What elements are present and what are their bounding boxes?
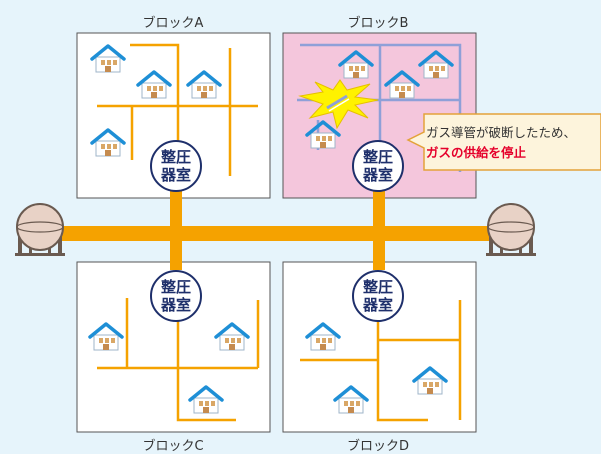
regulator-label-line1: 整圧 bbox=[160, 148, 191, 166]
regulator-label-line1: 整圧 bbox=[362, 148, 393, 166]
broken-pipe-segment bbox=[326, 94, 348, 110]
broken-pipe-segment bbox=[328, 98, 350, 112]
callout-line1: ガス導管が破断したため、 bbox=[426, 125, 577, 140]
gas-holder-right-icon bbox=[485, 203, 537, 257]
regulator-station-a: 整圧 器室 bbox=[150, 140, 202, 192]
branch-pipe-c bbox=[170, 238, 182, 270]
block-a-pipes bbox=[97, 43, 258, 176]
block-d-label: ブロックD bbox=[346, 439, 409, 454]
regulator-label-line1: 整圧 bbox=[362, 278, 393, 296]
branch-pipe-a bbox=[170, 190, 182, 230]
block-b-label: ブロックB bbox=[347, 16, 409, 31]
block-c-pipes bbox=[97, 298, 260, 422]
block-c-label: ブロックC bbox=[142, 439, 204, 454]
callout-box bbox=[406, 113, 601, 171]
main-pipe bbox=[40, 226, 526, 241]
regulator-label-line2: 器室 bbox=[160, 296, 191, 314]
callout-line2: ガスの供給を停止 bbox=[426, 145, 527, 160]
regulator-label-line2: 器室 bbox=[160, 166, 191, 184]
pipe-break-burst-icon bbox=[298, 79, 379, 130]
regulator-label-line1: 整圧 bbox=[160, 278, 191, 296]
regulator-label-line2: 器室 bbox=[362, 166, 393, 184]
branch-pipe-d bbox=[373, 238, 385, 270]
block-d-pipes bbox=[300, 300, 462, 422]
regulator-station-c: 整圧 器室 bbox=[150, 270, 202, 322]
callout: ガス導管が破断したため、 ガスの供給を停止 bbox=[414, 113, 601, 170]
regulator-station-d: 整圧 器室 bbox=[352, 270, 404, 322]
regulator-label-line2: 器室 bbox=[362, 296, 393, 314]
regulator-station-b: 整圧 器室 bbox=[352, 140, 404, 192]
gas-holder-left-icon bbox=[14, 203, 66, 257]
branch-pipe-b bbox=[373, 190, 385, 230]
block-a-label: ブロックA bbox=[142, 16, 204, 31]
